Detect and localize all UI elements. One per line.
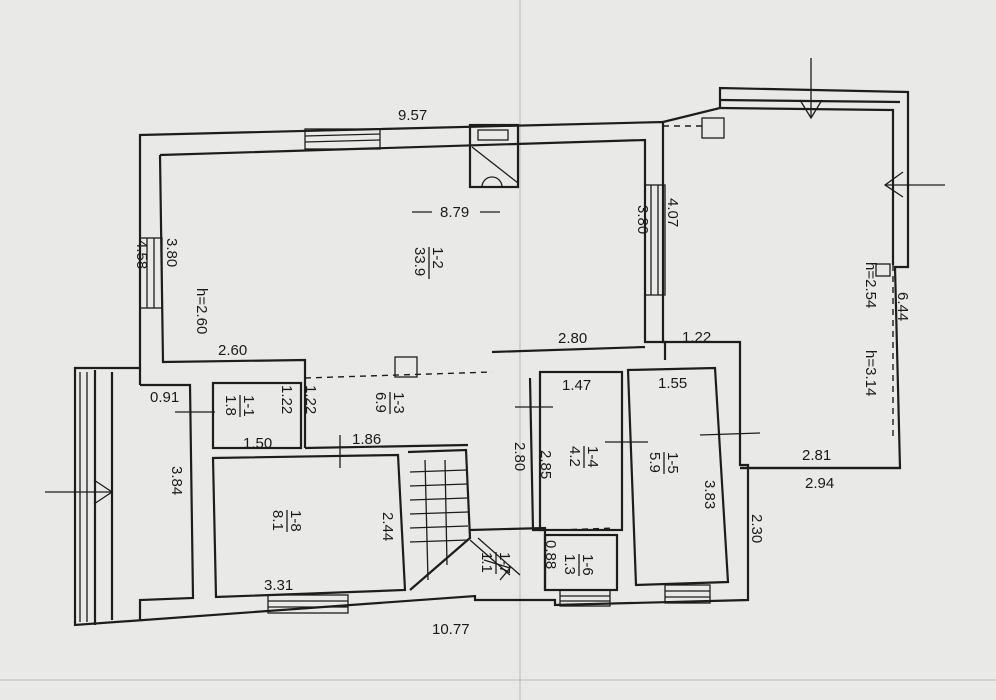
dim-room5-width: 1.55 [658,375,687,392]
dim-room4-height: 2.85 [537,450,554,479]
dim-bath-height-a: 1.22 [278,385,295,414]
dim-bath-width: 1.50 [243,435,272,452]
window-middle [644,184,666,296]
room-1-8-wall [211,453,407,599]
outer-wall [73,120,750,627]
room-area: 5.9 [646,452,663,473]
chimney-block [394,356,418,378]
room-id: 1-3 [390,392,407,414]
dim-mid-wall-height: 3.80 [634,205,651,234]
room-area: 4.2 [566,446,583,467]
window-porch [79,372,88,622]
dim-mid-wall-outer: 4.07 [664,198,681,227]
room-label-1-5: 1-5 5.9 [646,452,681,474]
dim-annex-bottom-inner: 2.81 [802,447,831,464]
room-label-1-7: 1-7 1.1 [478,552,513,574]
entrance-arrow-left [45,479,114,505]
dim-right-wall: 2.30 [748,514,765,543]
dim-inner-top: 8.79 [440,204,469,221]
dim-bath-height-b: 1.22 [302,385,319,414]
chimney-block [701,117,725,139]
porch-enclosure [138,383,195,620]
room-label-1-8: 1-8 8.1 [269,510,304,532]
room-label-1-3: 1-3 6.9 [372,392,407,414]
room-area: 1.1 [478,552,495,573]
dim-room8-height: 2.44 [379,512,396,541]
dim-hall-height: 2.80 [511,442,528,471]
room-label-1-4: 1-4 4.2 [566,446,601,468]
annex-terrace [662,86,910,470]
dim-porch-width: 0.91 [150,389,179,406]
living-room-bottom-right-wall [491,345,646,354]
room-id: 1-4 [584,446,601,468]
room-label-1-2: 1-2 33.9 [411,247,446,279]
room-1-1-wall [211,381,303,450]
dim-porch-depth: 3.84 [168,466,185,495]
dim-under-main-right: 2.80 [558,330,587,347]
entrance-arrow-right [883,171,945,198]
room-area: 1.8 [222,395,239,416]
room-id: 1-1 [240,395,257,417]
dim-hall-width: 1.86 [352,431,381,448]
dim-room4-width: 1.47 [562,377,591,394]
room-area: 33.9 [411,247,428,276]
room-area: 6.9 [372,392,389,413]
room-1-4-wall [538,370,624,532]
door-mark [699,432,761,436]
entrance-arrow-top [799,58,823,120]
dim-annex-side: 6.44 [894,292,911,321]
dim-top-total: 9.57 [398,107,427,124]
dim-room8-width: 3.31 [264,577,293,594]
room-1-4-opening [559,527,616,531]
dim-room6-height: 0.88 [542,540,559,569]
room-area: 8.1 [269,510,286,531]
dim-left-outer: 4.58 [133,240,150,269]
living-room-inner-wall [159,138,667,360]
window-top [304,128,381,150]
dim-left-inner: 3.80 [163,238,180,267]
dim-corridor-step: 1.22 [682,329,711,346]
room-id: 1-6 [579,554,596,576]
dim-annex-bottom-outer: 2.94 [805,475,834,492]
living-room-opening [304,371,493,379]
room-label-1-6: 1-6 1.3 [561,554,596,576]
dim-height-main: h=2.60 [193,288,210,334]
window-bottom-3 [664,584,711,604]
window-bottom-2 [559,589,611,607]
dim-bottom-total: 10.77 [432,621,470,638]
room-id: 1-7 [496,552,513,574]
corridor-bottom-wall [304,443,469,450]
boiler-symbol [468,123,520,189]
dim-annex-height2: h=3.14 [862,350,879,396]
room-area: 1.3 [561,554,578,575]
room-label-1-1: 1-1 1.8 [222,395,257,417]
dim-room5-height: 3.83 [701,480,718,509]
room-id: 1-2 [429,247,446,269]
dim-annex-height: h=2.54 [862,262,879,308]
room-id: 1-5 [664,452,681,474]
window-left [139,237,163,309]
dim-under-main-left: 2.60 [218,342,247,359]
room-1-5-wall [626,366,730,587]
window-bottom-1 [267,594,349,614]
room-id: 1-8 [287,510,304,532]
staircase [407,448,521,591]
